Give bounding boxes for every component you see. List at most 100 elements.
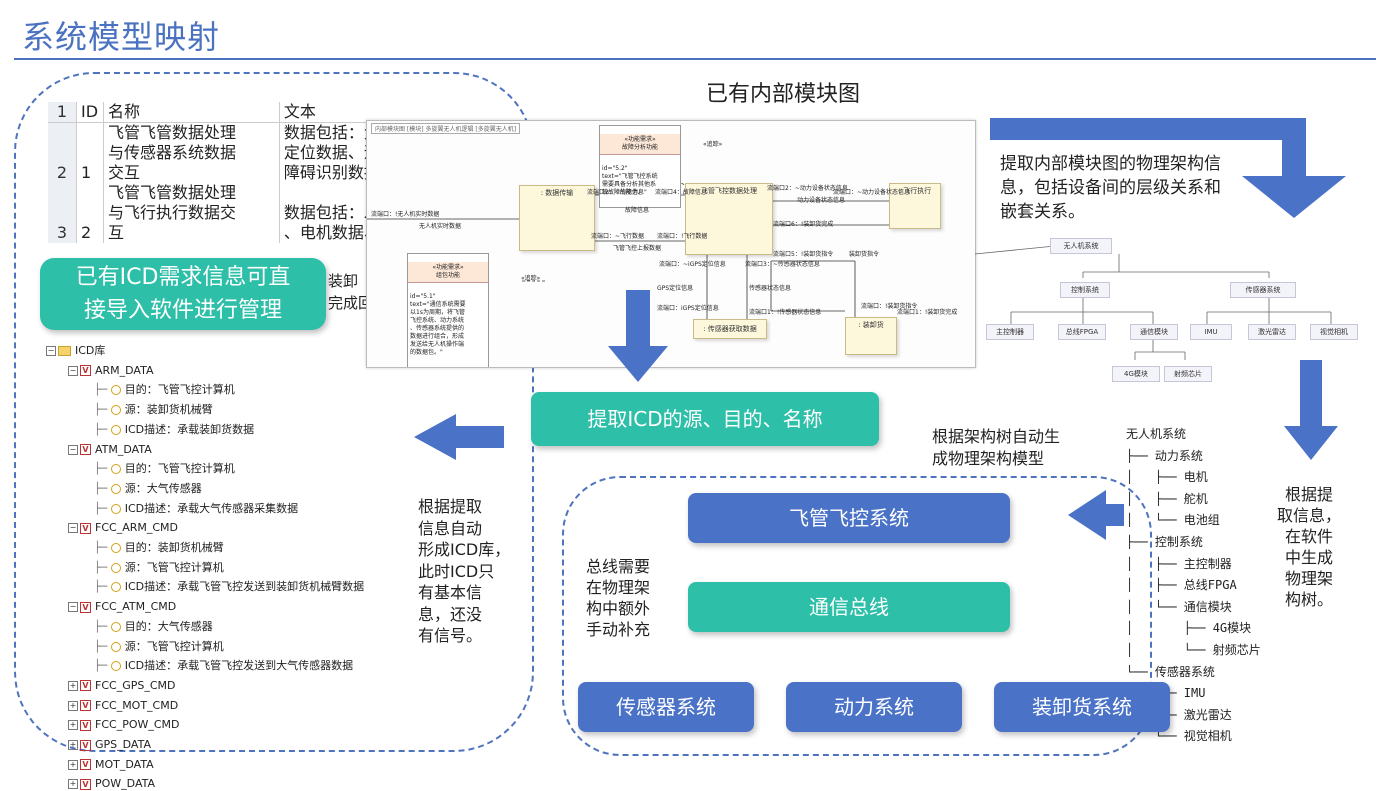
- tree-root[interactable]: −ICD库: [46, 344, 105, 358]
- tree-item[interactable]: ├─ ICD描述：承载大气传感器采集数据: [94, 501, 299, 515]
- collapse-icon[interactable]: −: [68, 444, 78, 455]
- hierarchy-node-comm: 通信模块: [1130, 324, 1178, 340]
- flow-label: 流端口3：~传感器状态信息: [745, 261, 820, 268]
- bus-note: 总线需要 在物理架 构中额外 手动补充: [586, 557, 651, 639]
- tree-group-4[interactable]: +V FCC_GPS_CMD: [68, 679, 175, 693]
- extract-icd-callout: 提取ICD的源、目的、名称: [531, 392, 879, 446]
- property-icon: [110, 424, 121, 435]
- model-block-sensor-system: 传感器系统: [578, 682, 754, 732]
- tree-item[interactable]: ├─ 源：装卸货机械臂: [94, 403, 213, 417]
- flow-label: 流端口1：!装卸货完成: [897, 309, 958, 316]
- tree-group-label: FCC_GPS_CMD: [95, 678, 176, 692]
- collapse-icon[interactable]: −: [68, 523, 78, 534]
- note-heading: «功能需求» 故障分析功能: [600, 134, 680, 155]
- expand-icon[interactable]: +: [68, 720, 78, 731]
- property-icon: [110, 483, 121, 494]
- tree-group-3[interactable]: −V FCC_ATM_CMD: [68, 600, 176, 614]
- hierarchy-node-leaf: 4G模块: [1112, 366, 1160, 382]
- collapse-icon[interactable]: −: [68, 602, 78, 613]
- interface-block-icon: V: [80, 601, 91, 613]
- hierarchy-node-sensor: 传感器系统: [1230, 282, 1296, 298]
- interface-block-icon: V: [80, 522, 91, 534]
- flow-label: 飞管飞控上报数据: [613, 245, 662, 252]
- property-icon: [110, 503, 121, 514]
- tree-item[interactable]: ├─ 源：飞管飞控计算机: [94, 639, 224, 653]
- hierarchy-root: 无人机系统: [1050, 238, 1112, 254]
- tree-group-label: ATM_DATA: [95, 442, 152, 456]
- title-divider: [14, 58, 1376, 60]
- interface-block-icon: V: [80, 680, 91, 692]
- expand-icon[interactable]: +: [68, 700, 78, 711]
- tree-item[interactable]: ├─ 源：飞管飞控计算机: [94, 560, 224, 574]
- row-number: 3: [48, 183, 77, 243]
- expand-icon[interactable]: +: [68, 759, 78, 770]
- flow-arrows: [414, 118, 1346, 540]
- tree-item[interactable]: ├─ 目的：飞管飞控计算机: [94, 462, 235, 476]
- expand-icon[interactable]: +: [68, 740, 78, 750]
- requirement-note-fault: «功能需求» 故障分析功能 id="5.2" text="飞管飞控系统 需要具备…: [599, 125, 681, 208]
- tree-group-label: FCC_MOT_CMD: [95, 698, 179, 712]
- flow-label: 流端口：!飞行数据: [657, 233, 708, 240]
- row-number: 2: [48, 122, 77, 183]
- flow-label: 流端口：!装卸货指令: [861, 303, 918, 310]
- hierarchy-node-leaf: 射频芯片: [1164, 366, 1212, 382]
- ibd-header-tab: 内部模块图 [模块] 多旋翼无人机逻辑 [多旋翼无人机]: [371, 123, 521, 134]
- note-body: id="5.1" text="通信系统需要 以1s为周期，将飞管 飞控系统、动力…: [410, 293, 466, 356]
- table-row: 2 1 飞管飞管数据处理 与传感器系统数据 交互 数据包括：大气 定位数据、速度…: [48, 122, 434, 183]
- hierarchy-node-control: 控制系统: [1060, 282, 1110, 298]
- table-overflow-text: 装卸 完成回: [328, 272, 374, 312]
- property-icon: [110, 661, 121, 672]
- tree-item[interactable]: ├─ ICD描述：承载飞管飞控发送到装卸货机械臂数据: [94, 580, 365, 594]
- arrow-left-icon: [1068, 490, 1124, 540]
- expand-icon[interactable]: +: [68, 680, 78, 691]
- property-icon: [110, 562, 121, 573]
- tree-item-label: 目的：飞管飞控计算机: [124, 383, 235, 397]
- interface-block-icon: V: [80, 700, 91, 712]
- tree-generation-note: 根据提 取信息， 在软件 中生成 物理架 构树。: [1277, 485, 1342, 609]
- tree-item-label: ICD描述：承载飞管飞控发送到装卸货机械臂数据: [124, 580, 365, 594]
- tree-item[interactable]: ├─ 源：大气传感器: [94, 481, 202, 495]
- tree-item-label: ICD描述：承载飞管飞控发送到大气传感器数据: [124, 659, 354, 673]
- collapse-icon[interactable]: −: [46, 346, 56, 356]
- tree-item[interactable]: ├─ 目的：装卸货机械臂: [94, 541, 224, 554]
- tree-group-label: MOT_DATA: [95, 757, 154, 771]
- model-region-border: [562, 476, 1152, 756]
- tree-item[interactable]: ├─ ICD描述：承载装卸货数据: [94, 422, 255, 436]
- collapse-icon[interactable]: −: [68, 365, 78, 376]
- tree-item[interactable]: ├─ 目的：大气传感器: [94, 619, 213, 633]
- tree-item-label: 目的：飞管飞控计算机: [124, 462, 235, 476]
- expand-icon[interactable]: +: [68, 779, 78, 790]
- model-block-comm-bus: 通信总线: [688, 582, 1010, 632]
- tree-group-label: FCC_POW_CMD: [95, 718, 180, 732]
- arrow-down-icon: [608, 290, 668, 382]
- flow-label: 传感器状态信息: [749, 285, 792, 292]
- tree-group-5[interactable]: +V FCC_MOT_CMD: [68, 699, 178, 713]
- arrow-down-icon: [1284, 360, 1338, 460]
- hierarchy-connectors: [975, 245, 1332, 360]
- cell-id: 2: [76, 183, 104, 243]
- tree-group-label: FCC_ATM_CMD: [95, 600, 177, 614]
- ibd-block-flight-exec: : 飞行执行: [889, 183, 941, 229]
- property-icon: [110, 641, 121, 652]
- tree-item[interactable]: ├─ ICD描述：承载飞管飞控发送到大气传感器数据: [94, 659, 354, 673]
- table-row: 3 2 飞管飞管数据处理 与飞行执行数据交 互 数据包括：发动 、电机数据、: [48, 183, 434, 243]
- hierarchy-node-leaf: 总线FPGA: [1058, 324, 1106, 340]
- model-block-power-system: 动力系统: [786, 682, 962, 732]
- flow-label: 流端口6：!装卸货完成: [773, 221, 834, 228]
- property-icon: [110, 543, 121, 553]
- tree-item[interactable]: ├─ 目的：飞管飞控计算机: [94, 383, 235, 397]
- flow-label: GPS定位信息: [657, 285, 694, 292]
- property-icon: [110, 405, 121, 416]
- auto-generate-note: 根据架构树自动生 成物理架构模型: [932, 427, 1061, 468]
- flow-label: 流端口：~动力设备状态信息: [833, 189, 911, 196]
- flow-label: 流端口5：!装卸货指令: [773, 251, 834, 258]
- hierarchy-node-leaf: 主控制器: [986, 324, 1034, 340]
- tree-item-label: 源：大气传感器: [124, 481, 202, 495]
